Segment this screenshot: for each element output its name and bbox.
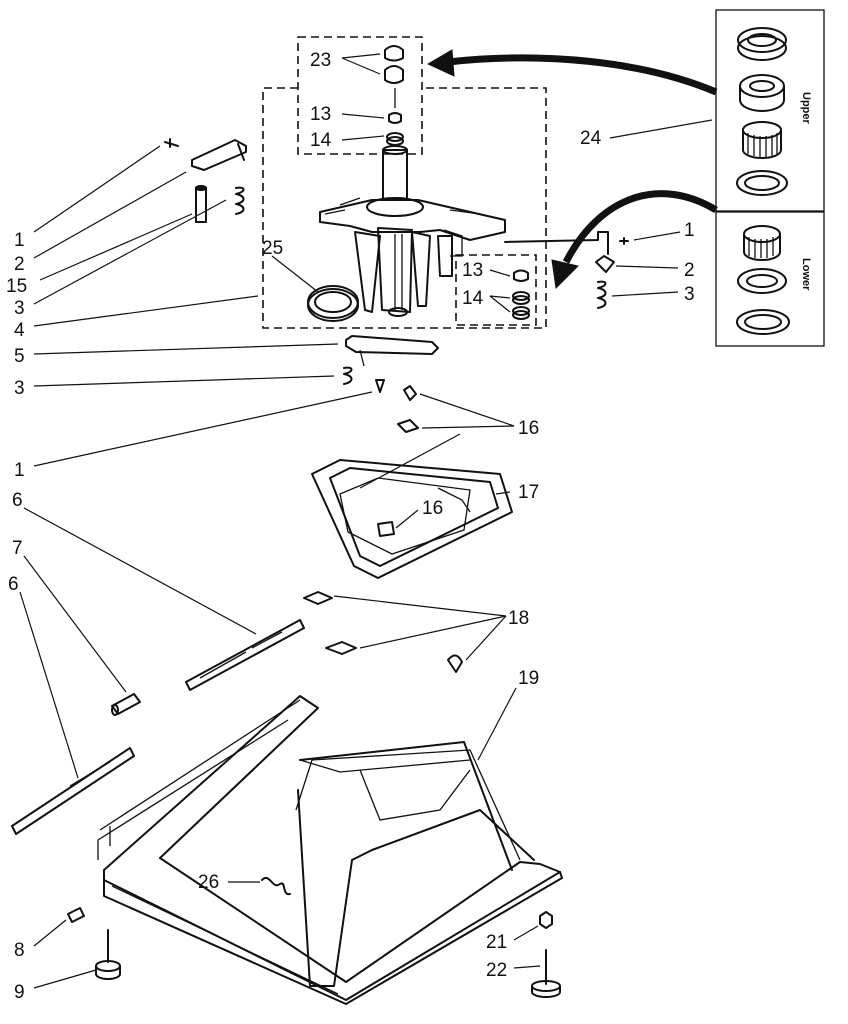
label-5: 5 [14,346,25,367]
label-2b: 2 [684,260,695,281]
spacer-7 [111,693,141,716]
main-assembly-box [262,87,547,329]
seal-ring-25 [307,285,359,322]
label-3b: 3 [14,378,25,399]
lower-bearing-ring [737,268,787,294]
label-16b: 16 [422,498,443,519]
bracket-5 [343,335,439,393]
label-16a: 16 [518,418,539,439]
label-14b: 14 [462,288,484,309]
lower-bearing-race [736,309,790,335]
brace-6-lower [11,747,135,835]
label-17: 17 [518,482,539,503]
label-22: 22 [486,960,507,981]
leader-lines [19,53,713,989]
upper-bearing-race [736,170,788,196]
base-frame-19 [97,695,563,1005]
leg-8-9 [67,907,121,980]
label-13b: 13 [462,260,483,281]
lower-bushings [512,269,530,320]
upper-bearing-box [297,36,423,155]
frame-17 [311,459,513,579]
label-3a: 3 [14,298,25,319]
clips-16 [377,385,419,537]
leg-21-22 [531,911,561,998]
upper-bearing-ring-2 [739,74,785,112]
label-21: 21 [486,932,507,953]
left-clip-parts [164,138,247,223]
callout-numbers: 1 2 15 3 4 5 3 1 6 7 6 8 9 23 13 14 25 1… [6,50,695,1003]
label-3c: 3 [684,284,695,305]
label-26: 26 [198,872,219,893]
label-18: 18 [508,608,529,629]
label-23: 23 [310,50,331,71]
drive-assembly [319,145,506,317]
label-25: 25 [262,238,283,259]
label-1c: 1 [684,220,695,241]
label-1b: 1 [14,460,25,481]
upper-label: Upper [800,92,812,125]
label-14a: 14 [310,130,332,151]
label-9: 9 [14,982,25,1003]
upper-bearing-cups [384,45,404,146]
pads-18 [303,591,463,673]
label-19: 19 [518,668,539,689]
label-15: 15 [6,276,27,297]
label-1a: 1 [14,230,25,251]
label-6b: 6 [8,574,19,595]
label-2a: 2 [14,254,25,275]
label-24: 24 [580,128,602,149]
brace-6-upper [185,619,305,691]
right-clip-parts [504,231,629,309]
upper-bearing-ring-1 [737,27,787,61]
upper-bearing-cage [742,121,782,159]
bearing-panel: Upper Lower [715,9,825,347]
label-7: 7 [12,538,23,559]
lower-bearing-box [455,254,537,326]
lower-label: Lower [800,258,812,291]
label-4: 4 [14,320,25,341]
upper-arrow [426,49,718,96]
lower-bearing-cage [743,225,781,261]
label-13a: 13 [310,104,331,125]
label-6a: 6 [12,490,23,511]
label-8: 8 [14,940,25,961]
wire-26 [261,877,291,896]
